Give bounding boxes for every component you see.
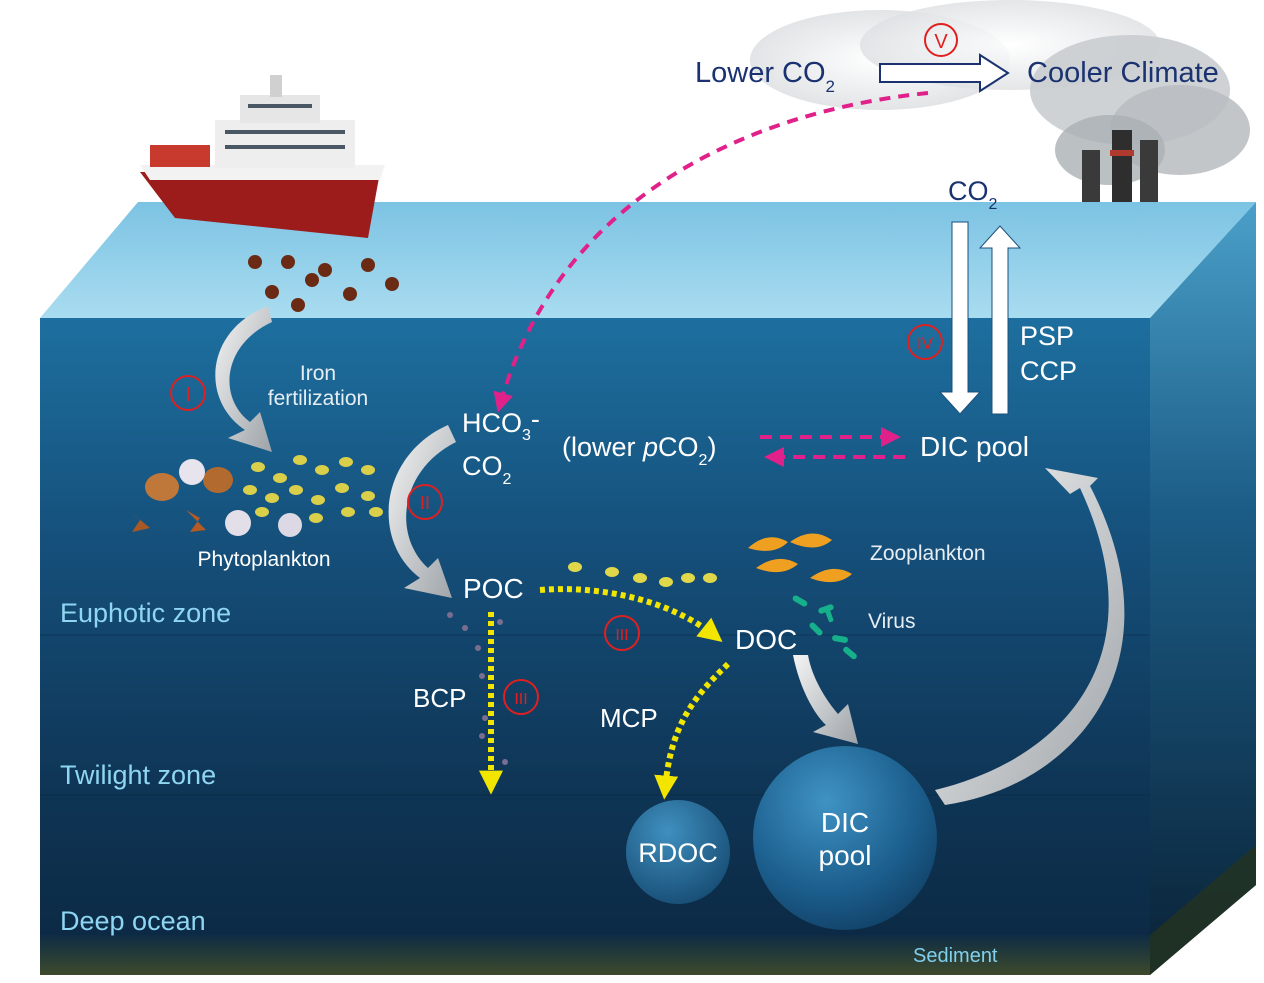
iron-particles bbox=[248, 255, 399, 312]
numeral-iv: IV bbox=[907, 324, 943, 360]
numeral-v: V bbox=[924, 23, 958, 57]
clouds bbox=[750, 0, 1250, 185]
psp-label: PSP bbox=[1020, 321, 1074, 351]
iron-label: Iron bbox=[300, 362, 336, 385]
co2-exchange-arrows bbox=[938, 221, 1022, 415]
atmosphere-to-hco3-arrow bbox=[493, 91, 929, 413]
zone-euphotic-label: Euphotic zone bbox=[60, 598, 231, 628]
mcp-label: MCP bbox=[600, 703, 658, 733]
poc-label: POC bbox=[463, 573, 524, 604]
zone-deep-label: Deep ocean bbox=[60, 906, 206, 936]
virus-label: Virus bbox=[868, 610, 915, 633]
numeral-iii-b: III bbox=[503, 679, 539, 715]
svg-text:I: I bbox=[185, 384, 191, 406]
hco3-label: HCO3- bbox=[462, 404, 540, 444]
sinking-particles bbox=[447, 612, 508, 765]
phytoplankton-cluster bbox=[122, 455, 383, 537]
cooler-climate-label: Cooler Climate bbox=[1027, 57, 1219, 89]
sediment-label: Sediment bbox=[913, 945, 998, 967]
zooplankton-label: Zooplankton bbox=[870, 542, 986, 565]
sediment-band bbox=[40, 935, 1150, 975]
dic-pool-label: DIC pool bbox=[920, 431, 1029, 462]
svg-text:II: II bbox=[420, 493, 430, 513]
phytoplankton-label: Phytoplankton bbox=[197, 548, 330, 571]
svg-text:III: III bbox=[514, 691, 527, 708]
poc-particles bbox=[568, 562, 717, 587]
poc-to-doc-arrow bbox=[539, 586, 723, 642]
dic-return-arrow bbox=[935, 468, 1125, 805]
fertilization-label: fertilization bbox=[268, 387, 368, 410]
ccp-label: CCP bbox=[1020, 356, 1077, 386]
climate-arrow bbox=[879, 53, 1010, 93]
poc-arrow bbox=[388, 425, 456, 598]
rdoc-bubble bbox=[626, 800, 730, 904]
research-ship bbox=[140, 75, 385, 238]
svg-text:IV: IV bbox=[917, 334, 934, 353]
dic-bubble-label-1: DIC bbox=[821, 807, 869, 838]
dic-bubble-label-2: pool bbox=[819, 840, 872, 871]
ocean-front-face bbox=[40, 318, 1150, 975]
zone-twilight-label: Twilight zone bbox=[60, 760, 216, 790]
ocean-side-face bbox=[1150, 202, 1256, 975]
doc-dic-arrow bbox=[793, 655, 858, 744]
iron-arrow bbox=[215, 306, 272, 452]
lower-pco2-label: (lower pCO2) bbox=[562, 432, 716, 469]
numeral-i: I bbox=[170, 375, 206, 411]
svg-text:V: V bbox=[934, 31, 948, 53]
zooplankton-icons bbox=[748, 533, 852, 583]
smokestacks bbox=[1082, 130, 1158, 205]
dic-pool-bubble bbox=[753, 746, 937, 930]
numeral-iii-a: III bbox=[604, 615, 640, 651]
rdoc-label: RDOC bbox=[638, 838, 718, 868]
doc-label: DOC bbox=[735, 624, 797, 655]
numeral-ii: II bbox=[407, 484, 443, 520]
virus-icons bbox=[792, 595, 857, 660]
svg-text:III: III bbox=[615, 627, 628, 644]
bcp-label: BCP bbox=[413, 683, 466, 713]
lower-co2-label: Lower CO2 bbox=[695, 57, 835, 96]
surface-co2-label: CO2 bbox=[948, 176, 998, 213]
co2-label-2: CO2 bbox=[462, 451, 512, 488]
